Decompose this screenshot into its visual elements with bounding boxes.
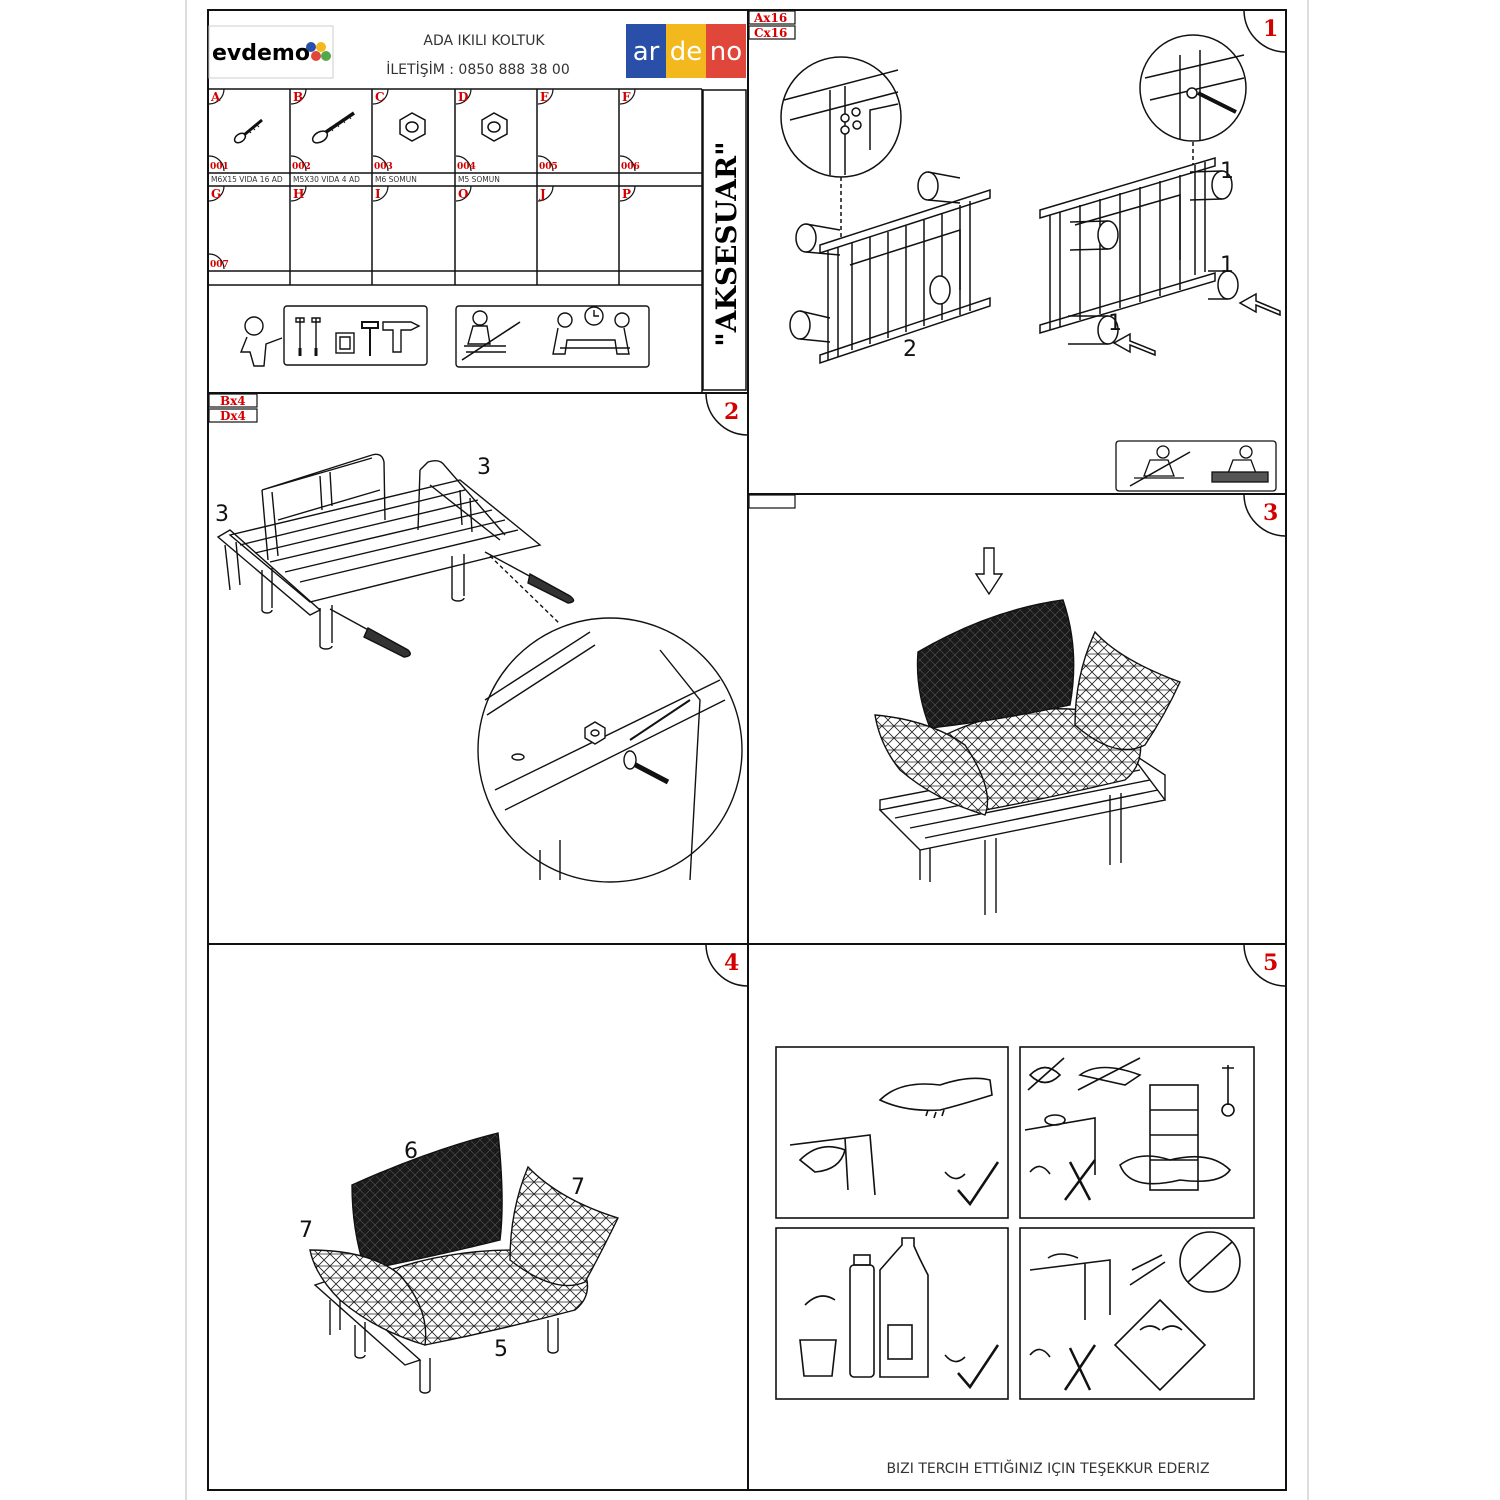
step-2-callout-3b: 3 [215,502,229,527]
part-code-001: 001 [210,162,229,172]
part-desc-a: M6X15 VIDA 16 AD [211,175,283,184]
screw-b-icon [311,111,355,144]
brand-left-text: evdemo [212,41,310,66]
part-code-004: 004 [457,162,476,172]
part-letter-a: A [210,90,221,104]
part-desc-d: M5 SOMUN [458,175,500,184]
qty-bx4: Bx4 [220,394,246,408]
step-1-corner [1243,10,1286,53]
part-code-003: 003 [374,162,393,172]
part-letter-h: H [293,187,304,201]
part-letter-i: I [375,187,381,201]
step-1-callout-1b: 1 [1220,253,1234,278]
part-desc-c: M6 SOMUN [375,175,417,184]
step-1-callout-1a: 1 [1220,159,1234,184]
evdemo-logo [208,25,334,79]
floor-protection-panel [1115,440,1277,492]
header: evdemo ADA IKILI KOLTUK İLETİŞİM : 0850 … [208,24,746,79]
part-code-006: 006 [621,162,640,172]
nut-c-icon [399,112,426,142]
part-code-002: 002 [292,162,311,172]
ardeno-logo: ar de no [626,24,746,78]
part-letter-o: O [458,187,468,201]
part-letter-j: J [539,187,546,201]
product-title: ADA IKILI KOLTUK [423,33,545,49]
part-letter-d: D [458,90,468,104]
ardeno-part-1: ar [633,37,660,67]
step-3-diagram [874,547,1181,915]
step-2-corner [705,393,748,436]
step-4-corner [705,944,748,987]
step-1-diagram [780,34,1281,365]
step-4-number: 4 [724,950,739,976]
care-instructions [775,1046,1255,1400]
cross-icon [1064,1159,1096,1201]
step-4-diagram [309,1132,619,1394]
step-4-callout-6: 6 [404,1139,418,1164]
qty-cx16: Cx16 [754,26,787,40]
part-letter-b: B [293,90,303,104]
step-1-callout-1c: 1 [1108,311,1122,336]
no-corrosive-icon [1029,1231,1241,1392]
step-3-number: 3 [1263,500,1278,526]
tools-needed-panel [239,305,428,367]
part-letter-g: G [211,187,221,201]
check-icon [957,1161,1000,1207]
step-2-number: 2 [724,399,739,425]
no-heat-icon [1024,1057,1235,1191]
step-4-callout-7a: 7 [571,1175,585,1200]
step-1-number: 1 [1263,16,1278,42]
step-4-callout-5: 5 [494,1337,508,1362]
brand-dots-icon [306,42,331,61]
cross-icon [1063,1344,1097,1391]
qty-dx4: Dx4 [220,409,246,423]
part-letter-c: C [375,90,385,104]
ardeno-part-2: de [670,37,703,67]
check-icon [957,1344,1000,1390]
down-arrow-icon [974,547,1004,596]
damp-cloth-icon [789,1077,993,1196]
contact-info: İLETİŞİM : 0850 888 38 00 [386,60,570,78]
qty-ax16: Ax16 [753,11,787,25]
part-letter-p: P [622,187,631,201]
step-4-callout-7b: 7 [299,1218,313,1243]
step-5-corner [1243,944,1286,987]
step-5-number: 5 [1263,950,1278,976]
accessories-table [208,88,747,393]
part-letter-f: F [622,90,631,104]
step-3-corner [1243,494,1286,537]
step-2-callout-3a: 3 [477,455,491,480]
nut-d-icon [481,112,508,142]
part-desc-b: M5X30 VIDA 4 AD [293,175,360,184]
part-code-007: 007 [210,260,229,270]
ardeno-part-3: no [710,37,742,67]
screw-a-icon [233,118,263,144]
two-person-panel [455,305,650,368]
part-code-005: 005 [539,162,558,172]
step-2-diagram [216,453,743,883]
thanks-footer: BIZI TERCIH ETTIĞINIZ IÇIN TEŞEKKUR EDER… [886,1459,1209,1477]
step-1-callout-2: 2 [903,337,917,362]
part-letter-e: E [540,90,549,104]
check-icon [944,1171,966,1180]
accessories-vertical-label: "AKSESUAR" [710,141,743,347]
cleaning-products-icon [799,1237,929,1378]
